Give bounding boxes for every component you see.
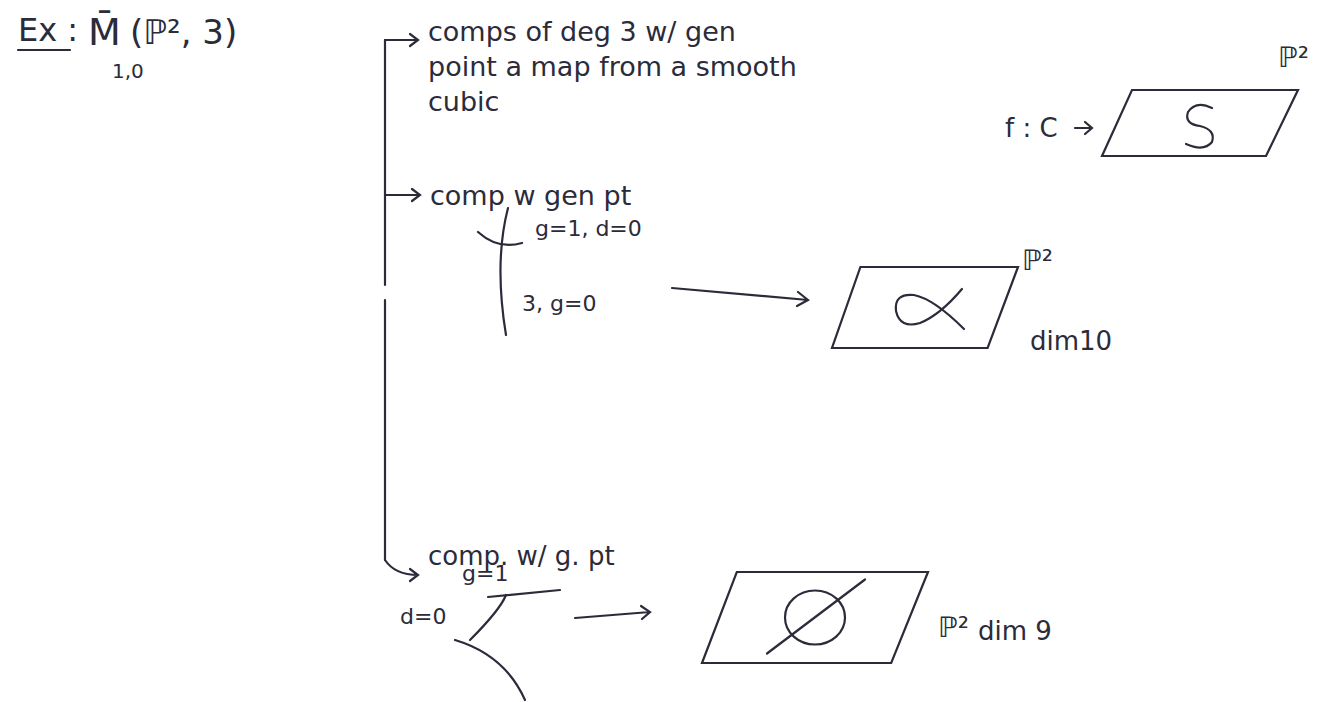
plane-parallelogram: ℙ²: [1100, 88, 1300, 158]
curve-label: d=0: [400, 603, 446, 632]
example-tag: Ex :: [18, 10, 78, 52]
curve-label: g=1: [462, 560, 508, 589]
subscript: 1,0: [112, 58, 144, 84]
line-component: [767, 580, 865, 654]
curve-sketch: [455, 640, 525, 700]
map-arrow: [672, 288, 808, 306]
parallelogram: [1102, 90, 1298, 156]
plane-label: ℙ²: [1022, 243, 1053, 279]
branch-text: comp. w/ g. pt: [428, 540, 615, 574]
curve-image: [1186, 105, 1213, 148]
dimension-note: dim 9: [978, 615, 1052, 649]
tree-line: [384, 300, 386, 560]
tree-line: [384, 40, 386, 285]
plane-outline: [1100, 88, 1300, 158]
map-arrow: [1075, 122, 1092, 134]
plane-outline: [700, 570, 930, 665]
curve-sketch: [500, 208, 508, 335]
moduli-args: (ℙ², 3): [130, 10, 237, 54]
curve-sketch: [488, 590, 560, 597]
map-text: f : C: [1005, 112, 1058, 146]
nodal-cubic: [896, 289, 964, 329]
plane-label: ℙ²: [938, 610, 969, 646]
curve-label: 3, g=0: [522, 290, 596, 319]
moduli-symbol: M̄: [88, 8, 121, 57]
branch-text: comps of deg 3 w/ gen point a map from a…: [428, 14, 808, 119]
parallelogram: [702, 572, 928, 663]
branch-arrow: [385, 189, 420, 201]
plane-outline: [830, 265, 1020, 350]
plane-parallelogram: ℙ²: [830, 265, 1020, 350]
map-arrow: [575, 606, 650, 619]
plane-parallelogram: ℙ²: [700, 570, 930, 665]
branch-arrow: [385, 34, 418, 46]
branch-arrow: [385, 560, 418, 581]
curve-label: g=1, d=0: [535, 215, 642, 244]
curve-sketch: [478, 232, 522, 245]
plane-label: ℙ²: [1278, 40, 1309, 76]
branch-text: comp w gen pt: [430, 178, 631, 213]
underline: [18, 49, 70, 51]
curve-sketch: [470, 595, 506, 640]
parallelogram: [832, 267, 1018, 348]
dimension-note: dim10: [1030, 325, 1112, 359]
